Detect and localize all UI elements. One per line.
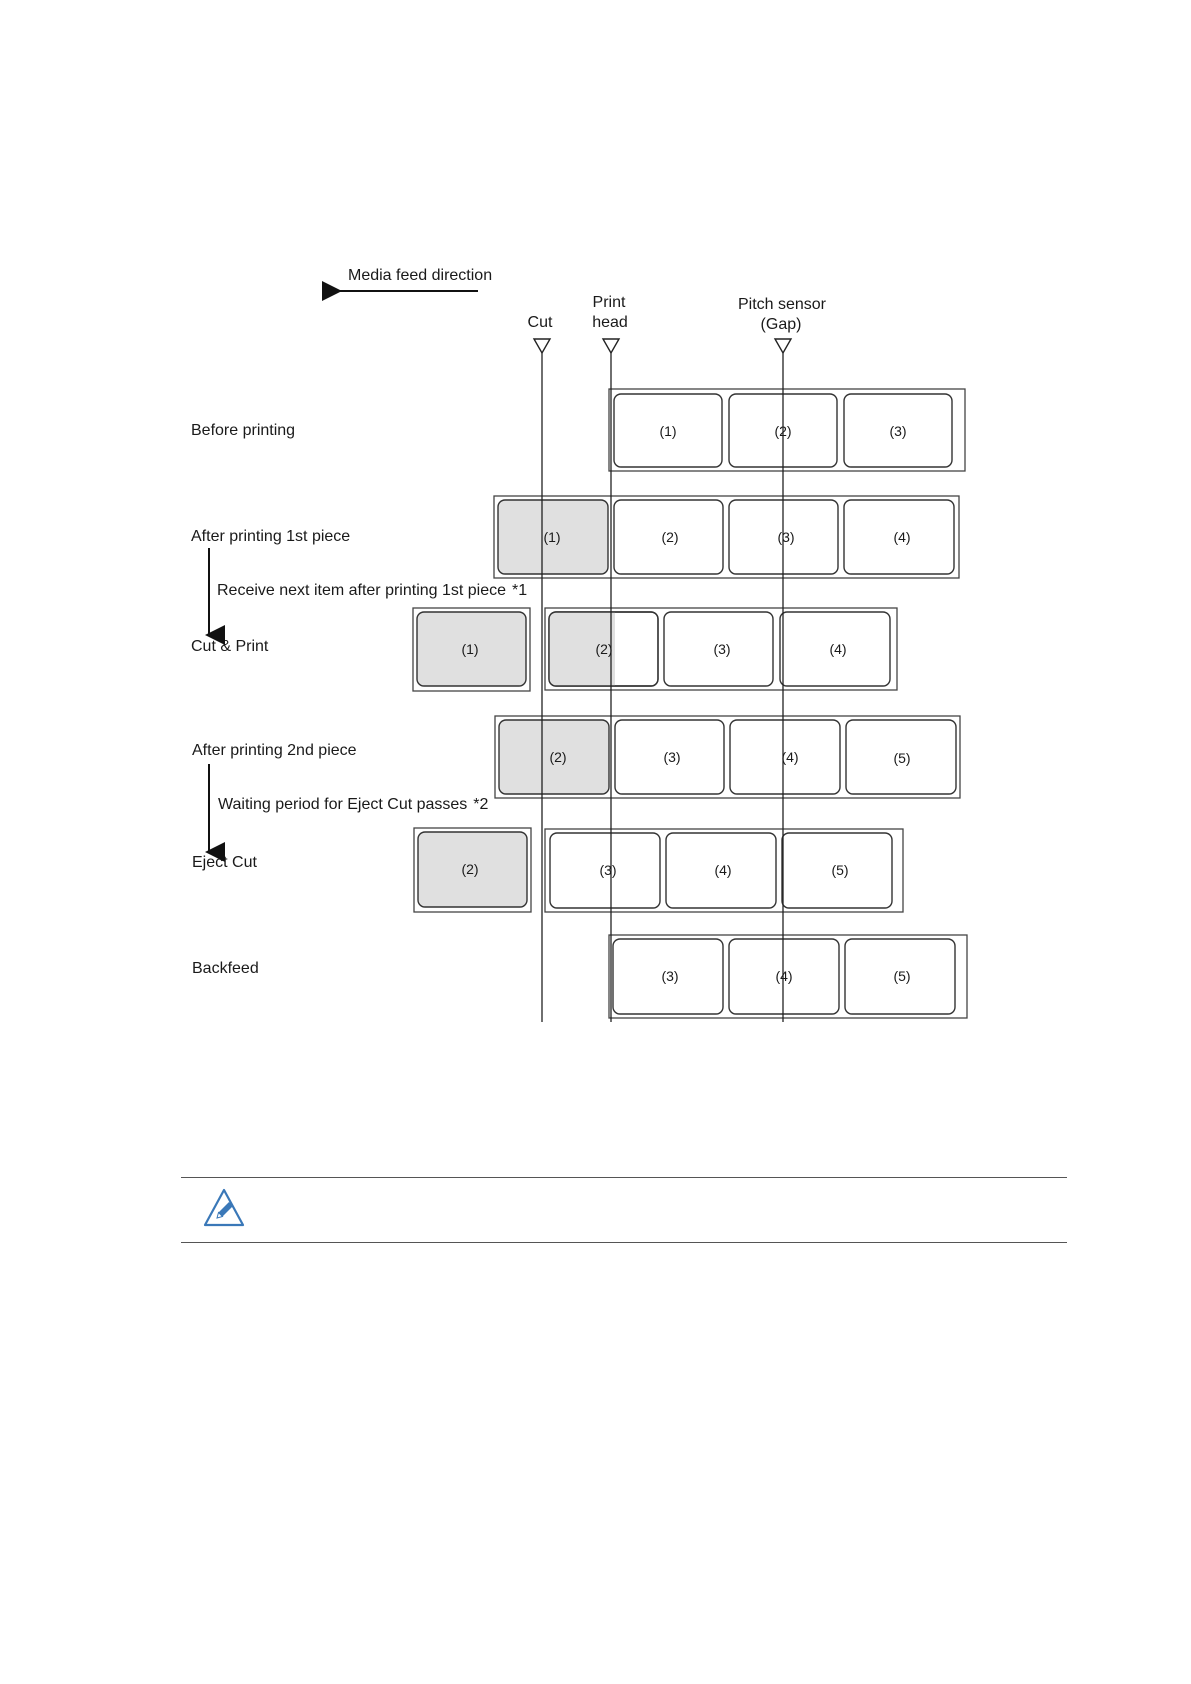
label-piece: (5) bbox=[844, 938, 956, 1015]
label-piece: (4) bbox=[728, 938, 840, 1015]
label-number: (3) bbox=[777, 529, 794, 545]
note-bar bbox=[181, 1177, 1067, 1243]
row-label: Cut & Print bbox=[191, 638, 269, 655]
pitch-sensor-marker-icon bbox=[773, 338, 793, 355]
label-number: (3) bbox=[889, 423, 906, 439]
label-piece: (2) bbox=[498, 719, 610, 795]
label-number: (1) bbox=[461, 641, 478, 657]
label-piece: (3) bbox=[612, 938, 724, 1015]
label-number: (4) bbox=[714, 862, 731, 878]
pitch-sensor-label-line2: (Gap) bbox=[761, 316, 802, 333]
media-strip: (1) (2) (3) bbox=[608, 388, 966, 472]
label-number: (1) bbox=[543, 529, 560, 545]
label-piece: (3) bbox=[549, 832, 661, 909]
cut-sensor-label: Cut bbox=[528, 314, 553, 331]
pitch-sensor-label-line1: Pitch sensor bbox=[738, 296, 827, 313]
pencil-note-icon bbox=[203, 1188, 245, 1227]
label-number: (4) bbox=[775, 968, 792, 984]
row-label: Eject Cut bbox=[192, 854, 257, 871]
label-piece: (3) bbox=[663, 611, 774, 687]
label-number: (2) bbox=[461, 861, 478, 877]
label-number: (3) bbox=[661, 968, 678, 984]
print-head-label-line1: Print bbox=[593, 294, 626, 311]
label-piece: (4) bbox=[779, 611, 891, 687]
cut-marker-icon bbox=[532, 338, 552, 355]
label-number: (4) bbox=[893, 529, 910, 545]
label-number: (3) bbox=[599, 862, 616, 878]
transition-label: Waiting period for Eject Cut passes*2 bbox=[218, 796, 489, 813]
label-piece: (4) bbox=[843, 499, 955, 575]
media-strip: (2) (3) (4) (5) bbox=[494, 715, 961, 799]
row-label: Backfeed bbox=[192, 960, 259, 977]
label-number: (5) bbox=[831, 862, 848, 878]
transition-label: Receive next item after printing 1st pie… bbox=[217, 582, 527, 599]
media-strip: (1) (2) (3) (4) bbox=[493, 495, 960, 579]
media-feed-diagram: Media feed direction Cut Print head Pitc… bbox=[191, 267, 968, 1022]
label-piece: (2) bbox=[613, 499, 724, 575]
cut-piece: (1) bbox=[412, 607, 531, 692]
label-piece: (3) bbox=[843, 393, 953, 468]
label-piece: (1) bbox=[497, 499, 609, 575]
label-number: (3) bbox=[663, 749, 680, 765]
label-number: (1) bbox=[659, 423, 676, 439]
row-label: Before printing bbox=[191, 422, 295, 439]
label-number: (5) bbox=[893, 750, 910, 766]
row-label: After printing 2nd piece bbox=[192, 742, 357, 759]
label-piece: (4) bbox=[729, 719, 841, 795]
media-strip: (2) (3) (4) bbox=[544, 607, 898, 691]
label-piece: (2) bbox=[548, 611, 659, 687]
print-head-marker-icon bbox=[601, 338, 621, 355]
media-strip: (3) (4) (5) bbox=[608, 934, 968, 1019]
label-number: (5) bbox=[893, 968, 910, 984]
feed-direction-label: Media feed direction bbox=[348, 267, 492, 284]
label-piece: (1) bbox=[613, 393, 723, 468]
label-piece: (4) bbox=[665, 832, 777, 909]
print-head-label-line2: head bbox=[592, 314, 628, 331]
label-piece: (5) bbox=[781, 832, 893, 909]
cut-piece: (2) bbox=[413, 827, 532, 913]
label-number: (3) bbox=[713, 641, 730, 657]
label-piece: (3) bbox=[614, 719, 725, 795]
label-number: (2) bbox=[661, 529, 678, 545]
media-strip: (3) (4) (5) bbox=[544, 828, 904, 913]
label-number: (2) bbox=[549, 749, 566, 765]
label-number: (4) bbox=[781, 749, 798, 765]
label-number: (4) bbox=[829, 641, 846, 657]
row-label: After printing 1st piece bbox=[191, 528, 350, 545]
label-number: (2) bbox=[595, 641, 612, 657]
label-piece: (5) bbox=[845, 719, 957, 795]
